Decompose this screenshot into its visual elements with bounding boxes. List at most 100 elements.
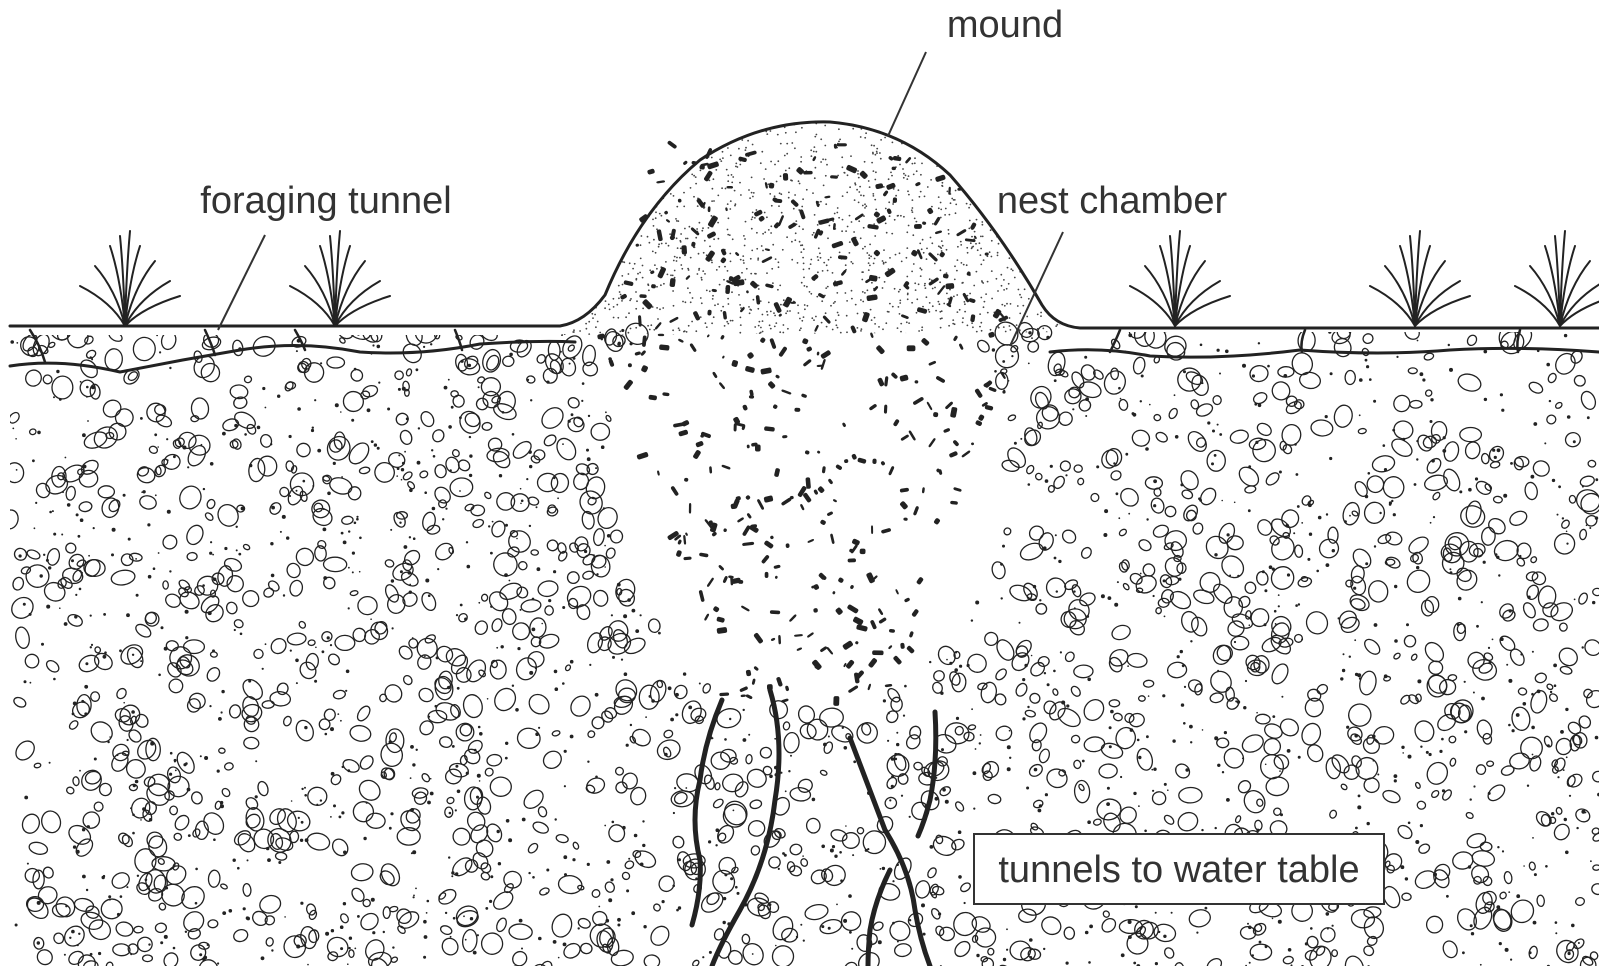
soil-grain bbox=[71, 929, 75, 934]
nest-fragment bbox=[988, 331, 995, 338]
mound-stipple-dot bbox=[911, 207, 914, 209]
soil-grain bbox=[1089, 924, 1093, 929]
mound-stipple-dot bbox=[645, 148, 648, 151]
soil-pebble bbox=[326, 356, 346, 369]
soil-grain bbox=[476, 795, 479, 799]
soil-grain bbox=[598, 905, 601, 908]
mound-stipple-dot bbox=[997, 290, 999, 292]
soil-grain bbox=[1555, 932, 1558, 935]
mound-stipple-dot bbox=[861, 291, 864, 293]
mound-stipple-dot bbox=[882, 328, 884, 331]
soil-pebble bbox=[1245, 654, 1261, 671]
soil-grain bbox=[678, 858, 681, 862]
soil-pebble bbox=[420, 411, 435, 428]
soil-grain bbox=[1244, 679, 1248, 683]
mound-stipple-dot bbox=[968, 206, 970, 209]
soil-grain bbox=[123, 701, 125, 704]
nest-fragment bbox=[971, 442, 975, 446]
mound-stipple-dot bbox=[712, 178, 715, 181]
mound-stipple-dot bbox=[729, 154, 732, 157]
mound-stipple-dot bbox=[642, 175, 645, 178]
mound-stipple-dot bbox=[749, 308, 752, 311]
nest-fragment bbox=[804, 450, 810, 455]
soil-pebble bbox=[494, 687, 517, 712]
nest-fragment bbox=[803, 359, 812, 367]
soil-pebble bbox=[68, 824, 92, 845]
mound-stipple-dot bbox=[920, 139, 922, 142]
soil-pebble bbox=[1350, 598, 1366, 610]
mound-stipple-dot bbox=[700, 276, 703, 279]
mound-stipple-dot bbox=[794, 232, 797, 235]
mound-stipple-dot bbox=[1040, 311, 1042, 314]
mound-stipple-dot bbox=[633, 129, 635, 132]
mound-stipple-dot bbox=[801, 126, 803, 129]
mound-stipple-dot bbox=[630, 298, 632, 300]
soil-pebble bbox=[618, 588, 636, 607]
soil-pebble bbox=[1250, 661, 1261, 673]
soil-pebble bbox=[188, 692, 206, 710]
nest-fragment bbox=[862, 312, 870, 323]
nest-fragment bbox=[730, 503, 737, 510]
soil-grain bbox=[1006, 928, 1008, 931]
mound-stipple-dot bbox=[716, 122, 719, 125]
nest-fragment bbox=[650, 270, 655, 275]
mound-stipple-dot bbox=[912, 263, 915, 265]
soil-grain bbox=[972, 771, 977, 776]
grass-blade bbox=[1514, 285, 1561, 327]
mound-stipple-dot bbox=[930, 179, 932, 181]
mound-stipple-dot bbox=[653, 238, 655, 241]
soil-pebble bbox=[438, 499, 448, 509]
nest-fragment bbox=[968, 298, 976, 303]
soil-pebble bbox=[1409, 553, 1420, 563]
soil-pebble bbox=[188, 434, 211, 456]
mound-stipple-dot bbox=[705, 289, 708, 292]
mound-stipple-dot bbox=[631, 164, 633, 167]
mound-stipple-dot bbox=[560, 148, 563, 151]
soil-pebble bbox=[404, 549, 421, 566]
soil-grain bbox=[1431, 459, 1435, 463]
soil-grain bbox=[98, 951, 102, 956]
soil-pebble bbox=[193, 355, 215, 379]
soil-pebble bbox=[462, 694, 483, 719]
soil-grain bbox=[1277, 542, 1279, 545]
mound-stipple-dot bbox=[1032, 122, 1035, 125]
soil-grain bbox=[1162, 694, 1166, 698]
nest-fragment bbox=[851, 236, 859, 247]
soil-pebble bbox=[62, 464, 85, 483]
soil-pebble bbox=[938, 926, 956, 942]
mound-stipple-dot bbox=[607, 303, 610, 306]
mound-stipple-dot bbox=[687, 267, 689, 270]
soil-grain bbox=[1084, 930, 1089, 935]
mound-stipple-dot bbox=[1050, 310, 1053, 312]
mound-stipple-dot bbox=[838, 251, 841, 254]
mound-stipple-dot bbox=[860, 330, 862, 332]
soil-pebble bbox=[1558, 647, 1578, 667]
mound-stipple-dot bbox=[1061, 300, 1064, 303]
soil-pebble bbox=[264, 915, 276, 926]
mound-stipple-dot bbox=[856, 312, 859, 315]
soil-pebble bbox=[1037, 325, 1053, 341]
soil-grain bbox=[382, 930, 385, 934]
soil-pebble bbox=[915, 880, 931, 899]
mound-stipple-dot bbox=[689, 256, 692, 259]
mound-stipple-dot bbox=[779, 284, 782, 287]
soil-grain bbox=[1221, 499, 1223, 502]
soil-grain bbox=[1364, 494, 1369, 499]
soil-grain bbox=[1544, 442, 1547, 445]
soil-pebble bbox=[313, 502, 324, 513]
soil-grain bbox=[102, 874, 106, 878]
nest-fragment bbox=[917, 307, 928, 314]
mound-stipple-dot bbox=[618, 297, 620, 300]
soil-pebble bbox=[402, 471, 413, 481]
soil-pebble bbox=[1200, 487, 1217, 506]
soil-pebble bbox=[1257, 519, 1273, 536]
mound-stipple-dot bbox=[685, 331, 688, 333]
mound-stipple-dot bbox=[759, 162, 762, 165]
mound-stipple-dot bbox=[904, 332, 907, 335]
soil-grain bbox=[1022, 717, 1026, 721]
mound-stipple-dot bbox=[569, 297, 571, 300]
soil-pebble bbox=[1499, 603, 1514, 619]
soil-pebble bbox=[503, 883, 514, 894]
nest-fragment bbox=[936, 376, 945, 383]
soil-grain bbox=[166, 438, 169, 441]
